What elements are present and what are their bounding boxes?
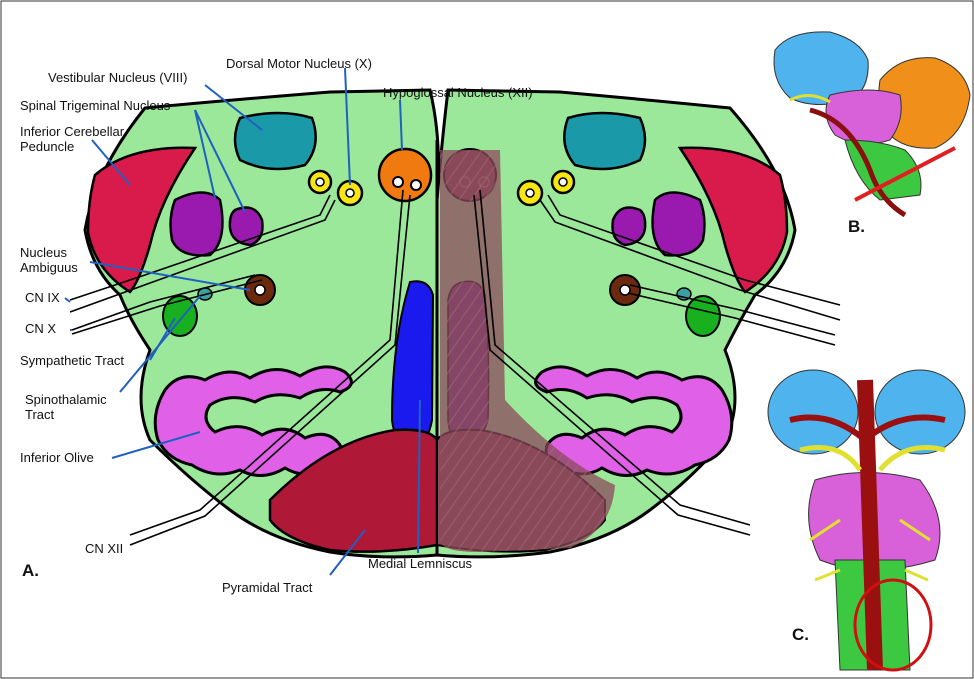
label-hypoglossal-nucleus: Hypoglossal Nucleus (XII) <box>383 85 533 100</box>
spinal-trigeminal-nucleus-right-a <box>653 193 705 256</box>
brainstem-lateral-view <box>774 32 970 215</box>
label-inferior-cerebellar: Inferior Cerebellar <box>20 124 125 139</box>
label-inferior-olive: Inferior Olive <box>20 450 94 465</box>
label-cn-xii: CN XII <box>85 541 123 556</box>
label-cn-ix: CN IX <box>25 290 60 305</box>
label-vestibular-nucleus: Vestibular Nucleus (VIII) <box>48 70 187 85</box>
label-spinothalamic-tract: Tract <box>25 407 55 422</box>
label-ambiguus: Ambiguus <box>20 260 78 275</box>
label-inferior-cerebellar-peduncle: Peduncle <box>20 139 74 154</box>
label-spinal-trigeminal-nucleus: Spinal Trigeminal Nucleus <box>20 98 171 113</box>
hypoglossal-dot <box>393 177 403 187</box>
label-dorsal-motor-nucleus: Dorsal Motor Nucleus (X) <box>226 56 372 71</box>
vestibular-nucleus-right <box>564 113 645 169</box>
label-sympathetic-tract: Sympathetic Tract <box>20 353 124 368</box>
panel-label-a: A. <box>22 561 39 580</box>
vestibular-nucleus-left <box>235 113 316 169</box>
nucleus-ambiguus-right <box>610 275 640 305</box>
spinal-trigeminal-nucleus-left-b <box>230 208 263 245</box>
label-nucleus: Nucleus <box>20 245 67 260</box>
hypoglossal-dot <box>411 180 421 190</box>
label-medial-lemniscus: Medial Lemniscus <box>368 556 473 571</box>
panel-label-b: B. <box>848 217 865 236</box>
label-spinothalamic: Spinothalamic <box>25 392 107 407</box>
hypoglossal-nucleus-left <box>379 149 431 201</box>
panel-label-c: C. <box>792 625 809 644</box>
medulla-cross-section <box>65 68 840 575</box>
label-cn-x: CN X <box>25 321 56 336</box>
spinal-trigeminal-nucleus-left-a <box>171 193 223 256</box>
label-pyramidal-tract: Pyramidal Tract <box>222 580 313 595</box>
